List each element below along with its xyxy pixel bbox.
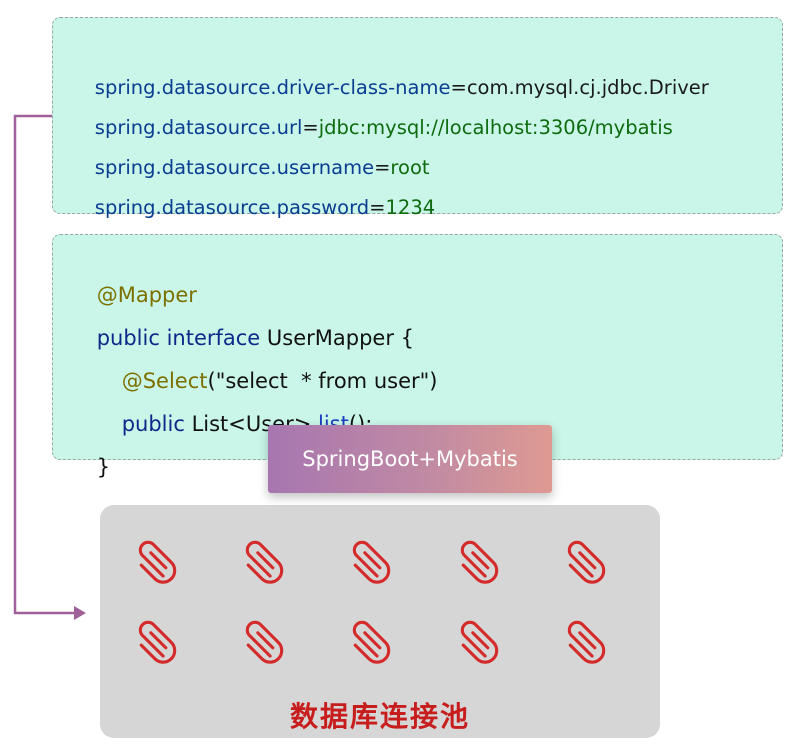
select-annotation: @Select <box>121 369 208 393</box>
mapper-code-box: @Mapper public interface UserMapper { @S… <box>52 234 783 479</box>
paperclip-icon <box>559 532 617 590</box>
method-keyword: public <box>121 412 185 436</box>
config-line: spring.datasource.url=jdbc:mysql://local… <box>70 86 782 139</box>
interface-keyword: public interface <box>96 326 261 350</box>
config-eq: = <box>374 156 391 179</box>
interface-name: UserMapper { <box>260 326 415 350</box>
config-value: root <box>390 156 430 179</box>
paperclip-icon <box>130 532 188 590</box>
code-line-select: @Select("select * from user") <box>70 336 782 393</box>
springboot-mybatis-tag: SpringBoot+Mybatis <box>268 425 552 493</box>
paperclip-icon <box>344 612 402 670</box>
config-value: com.mysql.cj.jdbc.Driver <box>466 76 709 99</box>
closing-brace: } <box>96 455 111 479</box>
config-line: spring.datasource.password=1234 <box>70 166 782 219</box>
paperclip-icon <box>237 532 295 590</box>
config-key: spring.datasource.driver-class-name <box>94 76 451 99</box>
paperclip-icon <box>237 612 295 670</box>
config-line: spring.datasource.driver-class-name=com.… <box>70 46 782 99</box>
connection-pool-label: 数据库连接池 <box>289 700 470 733</box>
config-key: spring.datasource.password <box>94 196 370 219</box>
config-eq: = <box>450 76 467 99</box>
paperclip-icon <box>452 532 510 590</box>
code-line-annotation: @Mapper <box>70 250 782 307</box>
datasource-config-box: spring.datasource.driver-class-name=com.… <box>52 17 783 219</box>
paperclip-icon <box>452 612 510 670</box>
paperclip-icon <box>559 612 617 670</box>
config-value: 1234 <box>385 196 436 219</box>
config-value: jdbc:mysql://localhost:3306/mybatis <box>318 116 673 139</box>
paperclip-icon <box>344 532 402 590</box>
connection-pool-box: 数据库连接池 <box>100 505 660 738</box>
mapper-annotation: @Mapper <box>96 283 197 307</box>
config-key: spring.datasource.username <box>94 156 375 179</box>
paperclip-icon <box>130 612 188 670</box>
code-line-interface: public interface UserMapper { <box>70 293 782 350</box>
config-key: spring.datasource.url <box>94 116 303 139</box>
config-line: spring.datasource.username=root <box>70 126 782 179</box>
config-eq: = <box>369 196 386 219</box>
code-line-close: } <box>70 422 782 479</box>
select-argument: ("select * from user") <box>207 369 438 393</box>
config-eq: = <box>302 116 319 139</box>
